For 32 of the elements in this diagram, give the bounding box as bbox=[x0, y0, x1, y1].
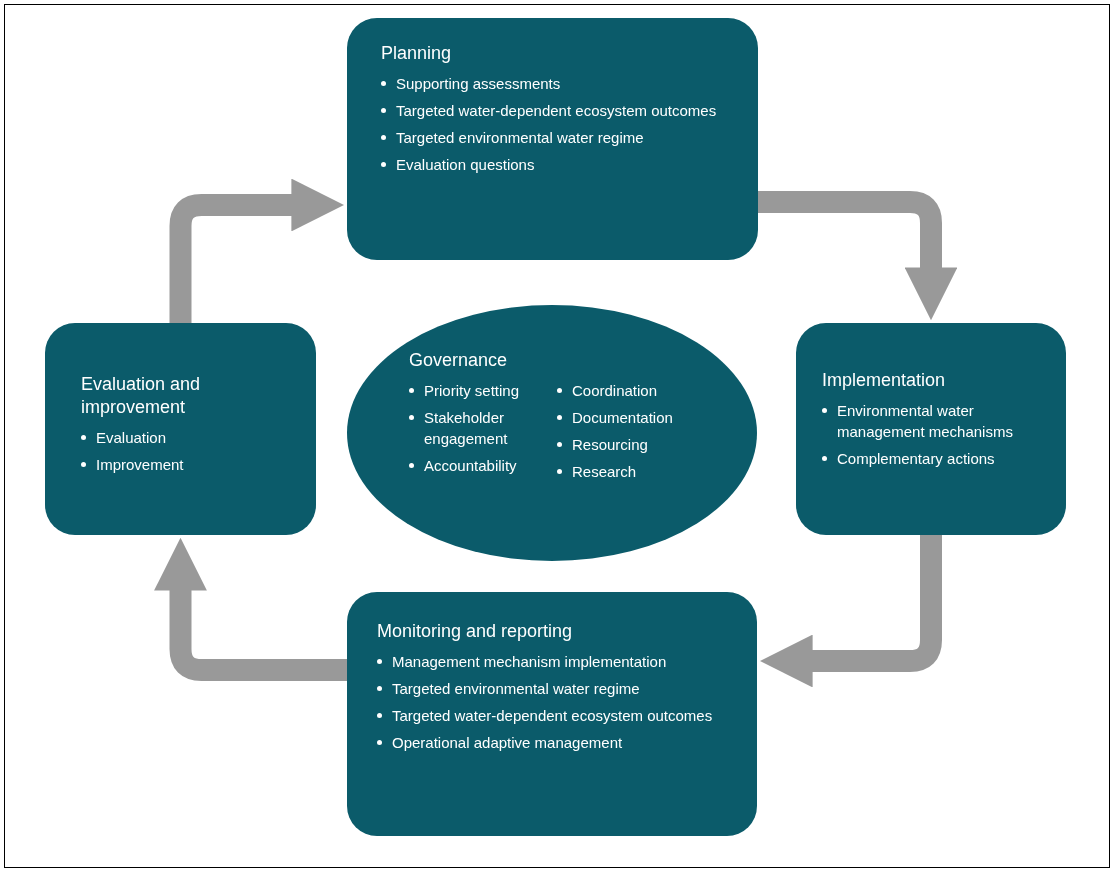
bullet-text: Stakeholder engagement bbox=[424, 408, 509, 449]
bullet-text: Management mechanism implementation bbox=[392, 652, 667, 672]
bullet-text: Accountability bbox=[424, 456, 517, 476]
box-title: Implementation bbox=[822, 369, 947, 392]
bullet-text: Resourcing bbox=[572, 435, 648, 455]
box-title: Monitoring and reporting bbox=[377, 620, 574, 643]
bullet-text: Targeted water-dependent ecosystem outcomes bbox=[392, 706, 713, 726]
bullet-text: Environmental water management mechanisms bbox=[837, 401, 1014, 442]
process-box bbox=[347, 592, 757, 836]
cycle-arrow bbox=[154, 537, 347, 681]
bullet-text: Research bbox=[572, 462, 637, 482]
process-box bbox=[796, 323, 1066, 535]
bullet-text: Supporting assessments bbox=[396, 74, 561, 94]
bullet-text: Documentation bbox=[572, 408, 673, 428]
bullet-text: Targeted environmental water regime bbox=[392, 679, 640, 699]
cycle-arrow bbox=[758, 191, 958, 321]
bullet-text: Evaluation questions bbox=[396, 155, 535, 175]
bullet-text: Improvement bbox=[96, 455, 184, 475]
bullet-text: Priority setting bbox=[424, 381, 520, 401]
box-title: Governance bbox=[409, 349, 509, 372]
box-title: Planning bbox=[381, 42, 453, 65]
bullet-text: Coordination bbox=[572, 381, 658, 401]
bullet-text: Targeted environmental water regime bbox=[396, 128, 644, 148]
bullet-text: Operational adaptive management bbox=[392, 733, 623, 753]
cycle-arrow bbox=[759, 535, 942, 688]
box-title: Evaluation and improvement bbox=[81, 373, 202, 419]
process-box bbox=[45, 323, 316, 535]
bullet-text: Evaluation bbox=[96, 428, 167, 448]
cycle-arrow bbox=[169, 178, 345, 323]
bullet-text: Complementary actions bbox=[837, 449, 995, 469]
process-box bbox=[347, 18, 758, 260]
bullet-text: Targeted water-dependent ecosystem outcomes bbox=[396, 101, 717, 121]
